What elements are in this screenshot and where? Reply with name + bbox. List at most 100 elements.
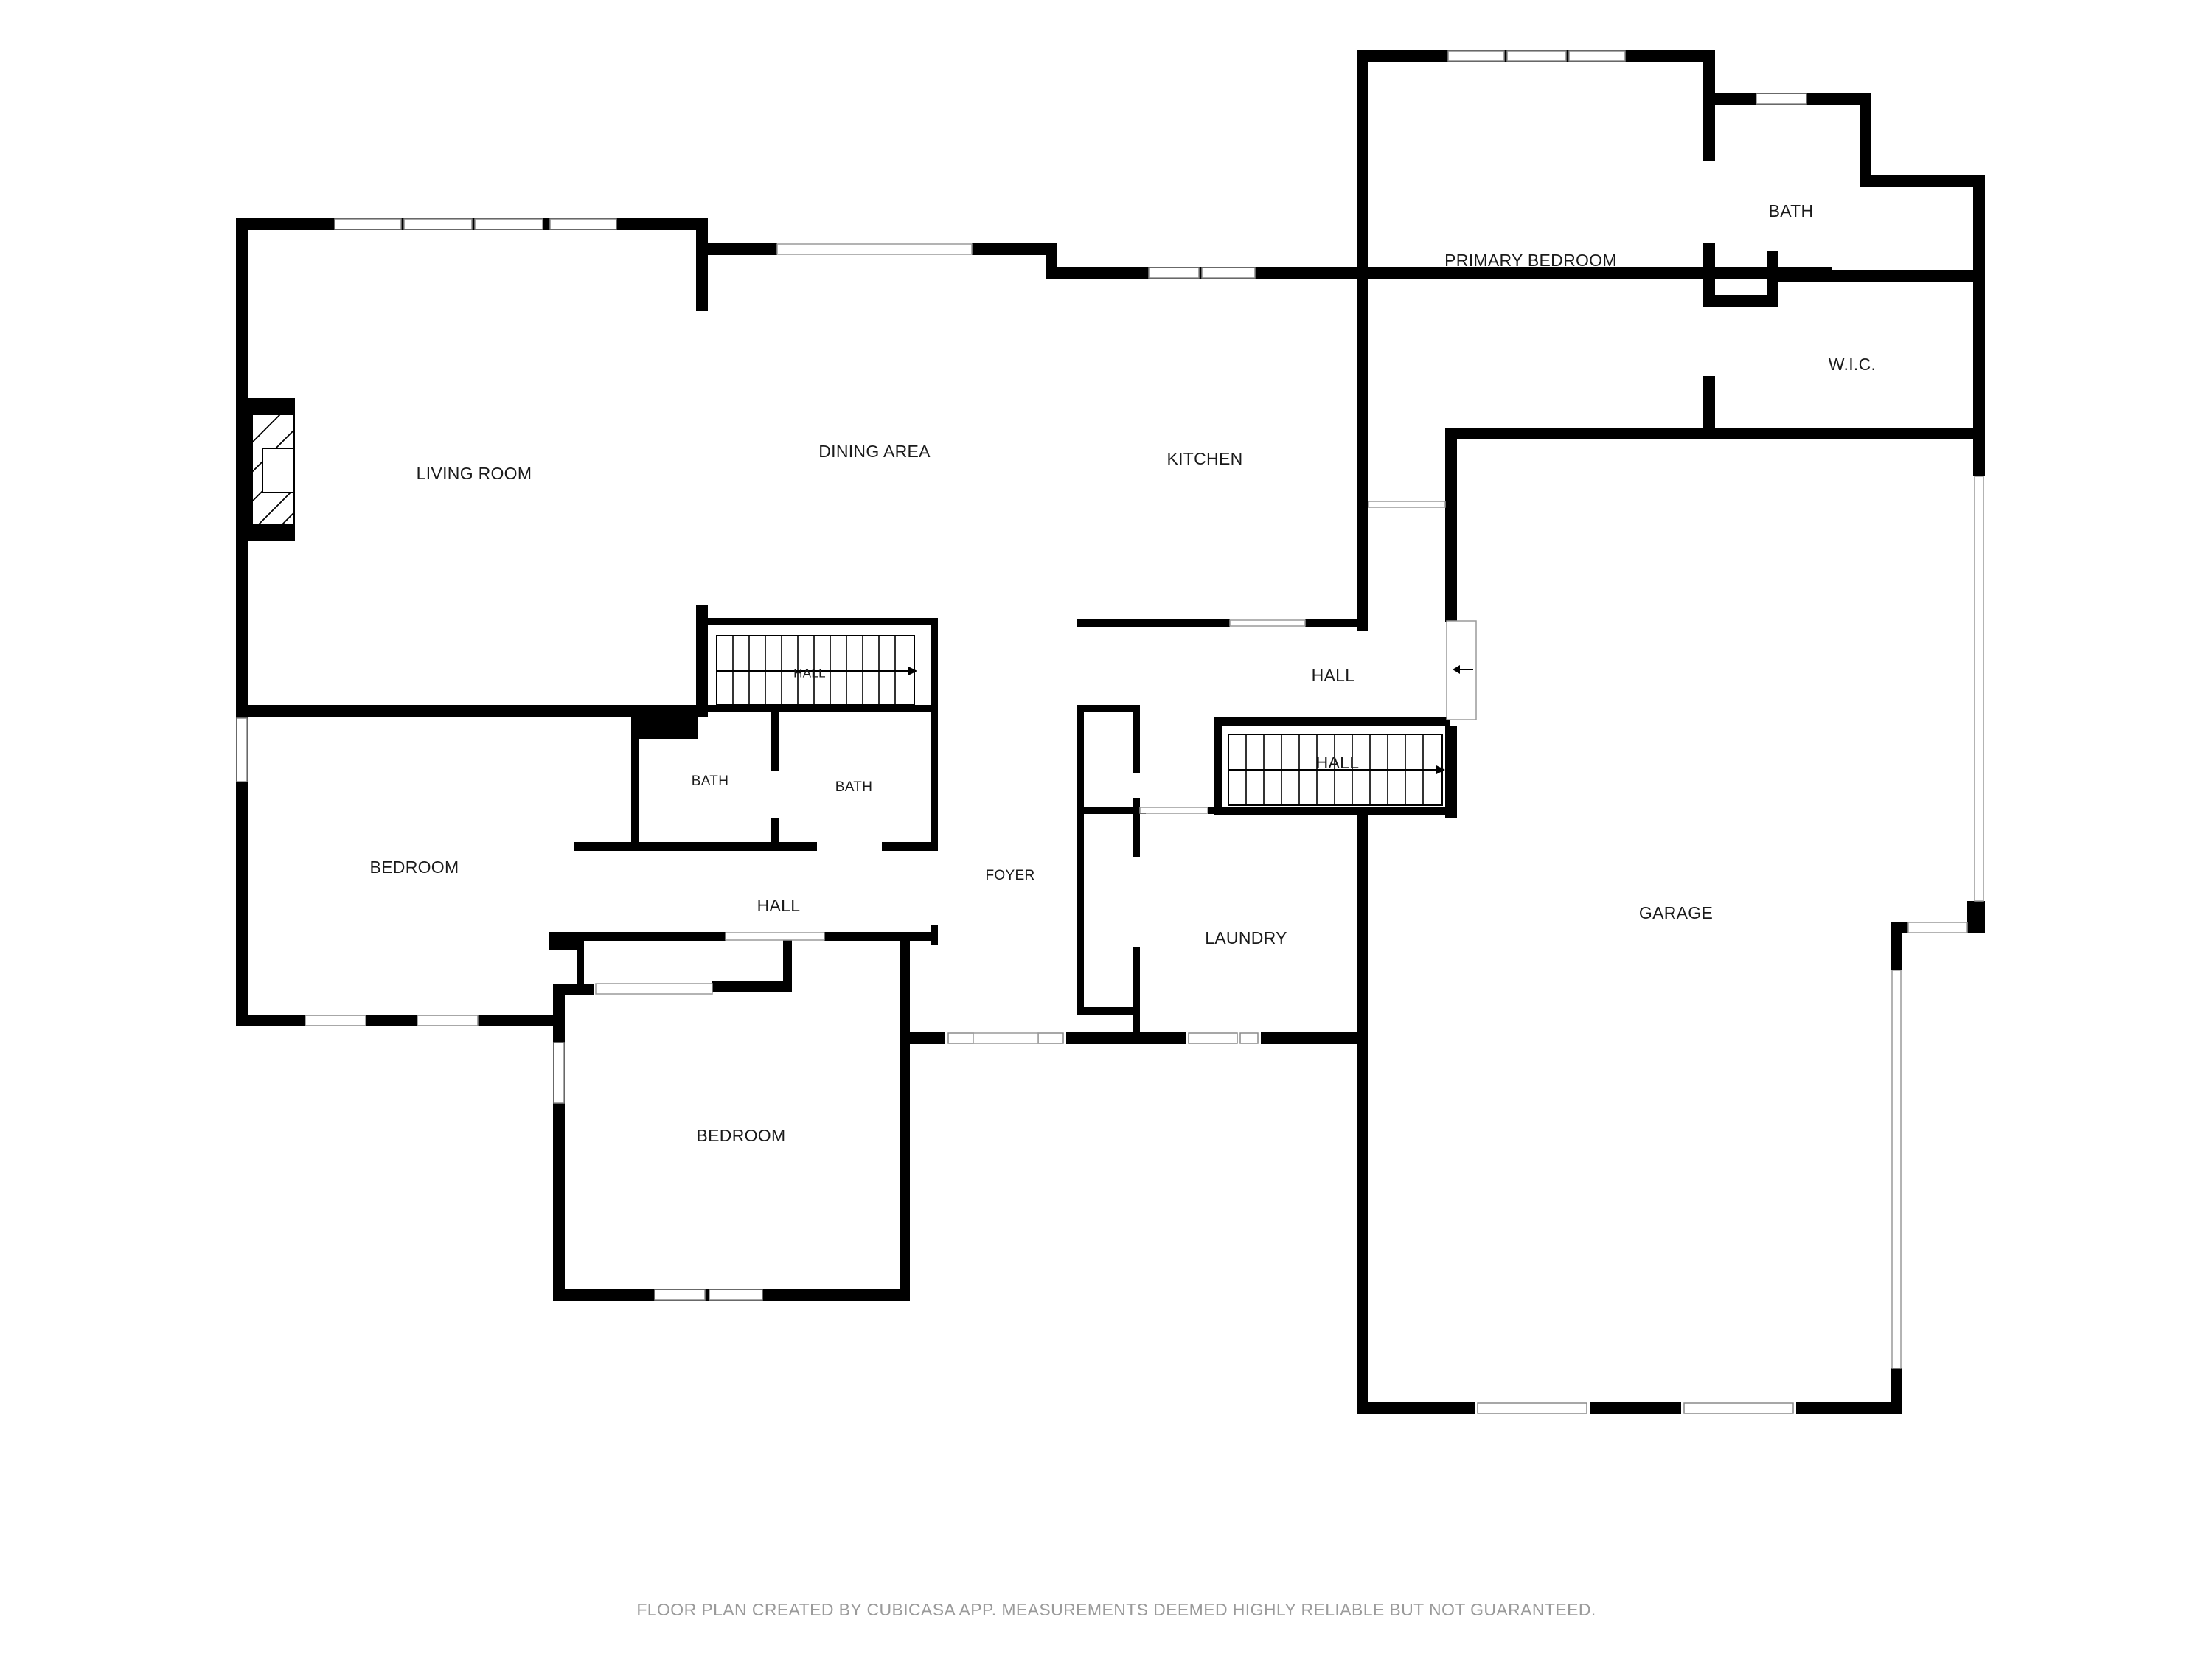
wall (696, 618, 938, 625)
room-label-kitchen: KITCHEN (1166, 449, 1242, 468)
window (334, 218, 402, 230)
wall (1357, 807, 1368, 1414)
room-label-hall-stair-left: HALL (793, 666, 826, 680)
room-label-wic: W.I.C. (1829, 355, 1876, 374)
stairs-left-icon (716, 635, 917, 706)
wall (1133, 947, 1140, 1044)
room-label-hall-lower: HALL (757, 896, 801, 915)
wall (1891, 1368, 1902, 1414)
room-label-primary-bedroom: PRIMARY BEDROOM (1444, 251, 1617, 270)
wall (696, 605, 708, 717)
wall (1077, 1007, 1140, 1015)
window (1447, 50, 1505, 62)
wall (1214, 717, 1450, 726)
opening (1907, 922, 1968, 933)
wall (1767, 251, 1778, 307)
wall (824, 932, 938, 941)
windows (236, 50, 1807, 1414)
window (947, 1032, 974, 1044)
wall (1703, 50, 1715, 161)
wall (549, 932, 726, 941)
window (1037, 1032, 1064, 1044)
wall (1796, 1402, 1902, 1414)
window (1756, 93, 1807, 105)
room-label-primary-bath: BATH (1769, 201, 1814, 220)
wall (696, 705, 938, 712)
wall (882, 842, 938, 851)
room-labels: LIVING ROOM DINING AREA KITCHEN PRIMARY … (370, 201, 1876, 1145)
wall (553, 984, 565, 1301)
wall (1214, 807, 1457, 815)
room-label-bedroom-lower: BEDROOM (697, 1126, 786, 1145)
opening (595, 983, 713, 995)
window (1239, 1032, 1259, 1044)
window (709, 1289, 763, 1301)
opening (1139, 807, 1208, 814)
wall (696, 243, 777, 255)
wall (631, 705, 639, 849)
window (1477, 1402, 1587, 1414)
window (417, 1015, 479, 1026)
fireplace-icon (248, 398, 295, 541)
wall (712, 981, 790, 992)
wall (1703, 295, 1778, 307)
room-label-bath-right: BATH (835, 779, 872, 795)
wall (236, 1015, 560, 1026)
window (1148, 267, 1200, 279)
opening (776, 243, 973, 255)
wall (696, 218, 708, 311)
opening (725, 932, 825, 941)
room-label-foyer: FOYER (986, 868, 1035, 883)
room-label-bedroom-left: BEDROOM (370, 858, 459, 877)
wall (1445, 726, 1457, 818)
wall (1357, 501, 1368, 627)
wall (1305, 619, 1368, 627)
wall (931, 925, 938, 945)
wall (931, 618, 938, 711)
wall (1973, 175, 1985, 476)
garage-door-opening (1891, 970, 1902, 1369)
window (474, 218, 543, 230)
wall (783, 936, 792, 992)
opening (973, 1032, 1039, 1044)
window (1683, 1402, 1794, 1414)
window (305, 1015, 366, 1026)
room-label-garage: GARAGE (1639, 903, 1713, 922)
wall (1967, 901, 1985, 933)
wall (236, 218, 248, 1026)
window (549, 218, 617, 230)
wall (1133, 705, 1140, 773)
stairs-right-icon (1228, 734, 1445, 806)
window (553, 1042, 565, 1104)
wall (771, 712, 779, 771)
wall (1077, 705, 1084, 1015)
garage-entry-arrow-icon (1453, 665, 1473, 674)
window (403, 218, 473, 230)
wall (1357, 50, 1368, 631)
wall (1590, 1402, 1681, 1414)
room-label-living-room: LIVING ROOM (417, 464, 532, 483)
wall (910, 1032, 945, 1044)
window (1188, 1032, 1238, 1044)
wall (549, 932, 581, 950)
window (1506, 50, 1567, 62)
wall (1703, 376, 1715, 432)
wall (236, 705, 708, 717)
garage-side-opening (1974, 476, 1984, 902)
window (236, 717, 248, 782)
wall (1066, 1032, 1186, 1044)
openings (595, 243, 1984, 1369)
wall (931, 705, 938, 849)
room-label-hall-upper: HALL (1312, 666, 1355, 685)
room-label-bath-left: BATH (692, 773, 728, 789)
wall (1860, 175, 1985, 187)
wall (1860, 93, 1871, 186)
wall (1778, 270, 1978, 282)
wall (1261, 1032, 1368, 1044)
window (1568, 50, 1626, 62)
window (654, 1289, 706, 1301)
wall (1077, 807, 1146, 814)
wall (1077, 705, 1140, 712)
room-label-hall-stair-right: HALL (1316, 753, 1360, 772)
